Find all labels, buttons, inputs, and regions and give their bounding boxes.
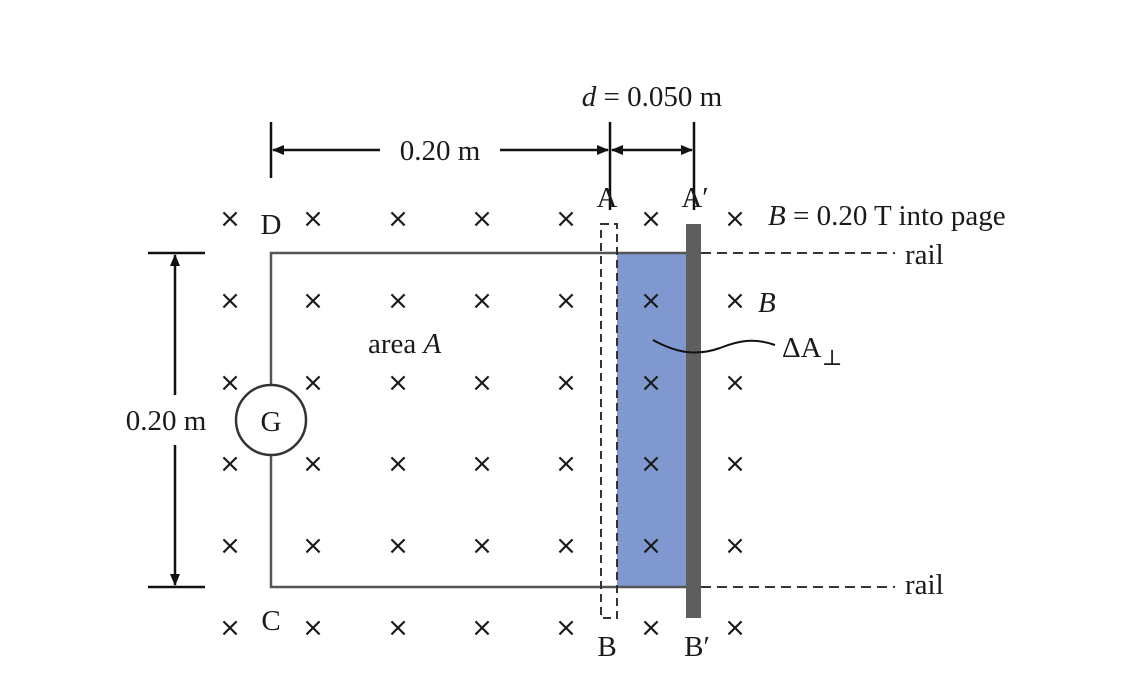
field-cross-icon: × <box>387 368 409 398</box>
field-cross-icon: × <box>724 368 746 398</box>
field-cross-icon: × <box>724 449 746 479</box>
rail-top-label: rail <box>905 239 944 271</box>
field-cross-icon: × <box>471 531 493 561</box>
field-cross-icon: × <box>471 286 493 316</box>
length-dimension <box>269 122 696 210</box>
field-cross-icon: × <box>387 286 409 316</box>
field-cross-icon: × <box>724 613 746 643</box>
point-B-prime: B′ <box>684 631 710 663</box>
swept-area <box>617 253 686 587</box>
field-cross-icon: × <box>387 204 409 234</box>
point-A: A <box>597 182 618 214</box>
field-cross-icon: × <box>640 531 662 561</box>
magnetic-field-crosses: × × × × × × × × × × × × × × × × × × × × × × × × × × × × × × × × × × × × × × × ×… <box>219 204 746 643</box>
field-cross-icon: × <box>387 449 409 479</box>
field-cross-icon: × <box>302 368 324 398</box>
point-D: D <box>261 209 282 241</box>
point-A-prime: A′ <box>681 182 708 214</box>
field-label: B = 0.20 T into page <box>768 200 1006 232</box>
field-cross-icon: × <box>219 286 241 316</box>
field-cross-icon: × <box>471 449 493 479</box>
field-cross-icon: × <box>219 449 241 479</box>
field-cross-icon: × <box>302 449 324 479</box>
field-cross-icon: × <box>555 204 577 234</box>
field-cross-icon: × <box>555 449 577 479</box>
delta-area-label: ΔA⊥ <box>782 332 842 370</box>
field-cross-icon: × <box>555 368 577 398</box>
height-label: 0.20 m <box>126 405 207 437</box>
field-cross-icon: × <box>302 531 324 561</box>
initial-bar-outline <box>600 223 618 619</box>
field-cross-icon: × <box>555 286 577 316</box>
field-cross-icon: × <box>724 286 746 316</box>
galvanometer-label: G <box>261 406 282 438</box>
field-cross-icon: × <box>219 531 241 561</box>
field-cross-icon: × <box>640 368 662 398</box>
height-dimension <box>148 251 205 589</box>
field-cross-icon: × <box>219 204 241 234</box>
point-B: B <box>597 631 616 663</box>
delta-area-leader <box>652 339 776 354</box>
field-cross-icon: × <box>640 286 662 316</box>
field-cross-icon: × <box>219 368 241 398</box>
field-cross-icon: × <box>640 204 662 234</box>
rail-bottom-label: rail <box>905 569 944 601</box>
field-cross-icon: × <box>555 531 577 561</box>
field-cross-icon: × <box>387 531 409 561</box>
galvanometer <box>234 383 308 457</box>
field-cross-icon: × <box>302 204 324 234</box>
field-cross-icon: × <box>640 613 662 643</box>
field-cross-icon: × <box>555 613 577 643</box>
field-cross-icon: × <box>219 613 241 643</box>
circuit-loop <box>269 251 686 589</box>
field-cross-icon: × <box>724 204 746 234</box>
field-cross-icon: × <box>640 449 662 479</box>
field-cross-icon: × <box>387 613 409 643</box>
displacement-label: d = 0.050 m <box>582 81 723 113</box>
length-label: 0.20 m <box>400 135 481 167</box>
field-marker-label: B <box>758 287 776 319</box>
field-cross-icon: × <box>471 204 493 234</box>
field-cross-icon: × <box>471 613 493 643</box>
field-cross-icon: × <box>724 531 746 561</box>
moving-bar <box>686 224 701 618</box>
field-cross-icon: × <box>471 368 493 398</box>
field-cross-icon: × <box>302 286 324 316</box>
point-C: C <box>261 605 280 637</box>
field-cross-icon: × <box>302 613 324 643</box>
area-label: area A <box>368 328 442 360</box>
